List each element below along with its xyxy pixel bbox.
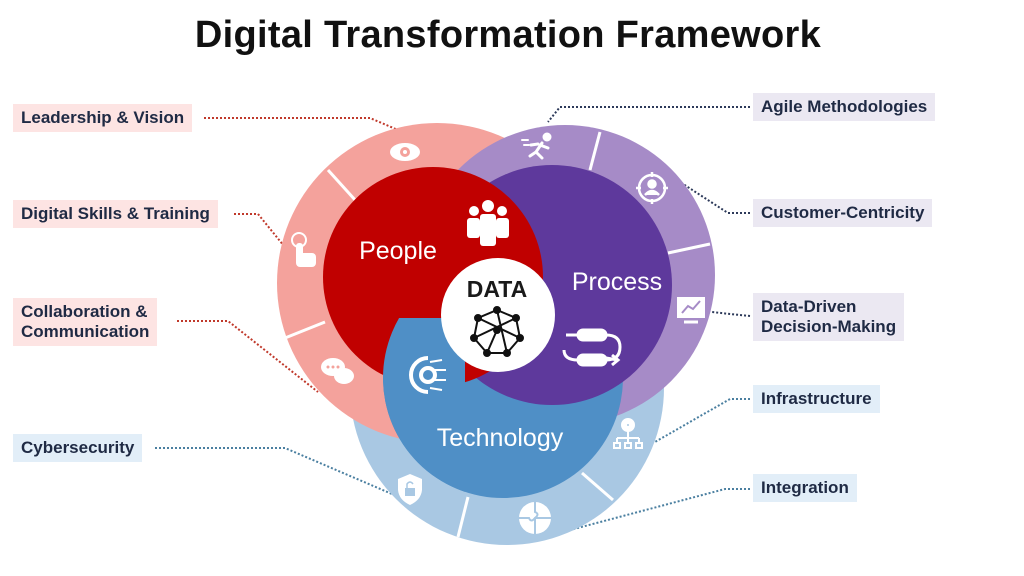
connector-cybersecurity xyxy=(155,447,393,495)
connector-digital-skills xyxy=(234,213,285,247)
label-agile-methodologies: Agile Methodologies xyxy=(753,93,936,121)
connector-leadership xyxy=(204,117,399,131)
label-collaboration-line2: Communication xyxy=(21,322,150,341)
connector-agile xyxy=(547,106,750,123)
chat-bubbles-icon xyxy=(321,358,354,384)
connector-collaboration xyxy=(177,320,319,393)
label-customer-centricity: Customer-Centricity xyxy=(753,199,933,227)
label-integration: Integration xyxy=(753,474,857,502)
label-leadership-vision: Leadership & Vision xyxy=(13,104,193,132)
connector-customer xyxy=(679,181,750,214)
shield-lock-icon xyxy=(398,474,422,505)
label-cybersecurity: Cybersecurity xyxy=(13,434,143,462)
process-flow-icon xyxy=(562,328,622,367)
chart-monitor-icon xyxy=(677,297,705,324)
eye-icon xyxy=(390,143,420,161)
tech-gear-icon xyxy=(409,356,446,394)
label-data-driven-line2: Decision-Making xyxy=(761,317,897,336)
data-label: DATA xyxy=(467,276,527,302)
connector-data-driven xyxy=(711,311,751,317)
process-label: Process xyxy=(572,268,662,296)
label-infrastructure: Infrastructure xyxy=(753,385,880,413)
connector-infrastructure xyxy=(654,398,750,443)
technology-label: Technology xyxy=(437,424,564,452)
technology-circle-overlap xyxy=(383,318,465,492)
touch-hand-icon xyxy=(291,232,316,267)
customer-target-icon xyxy=(636,172,668,204)
connector-integration xyxy=(569,488,750,531)
puzzle-icon xyxy=(519,502,551,534)
network-settings-icon xyxy=(613,418,643,449)
label-digital-skills-training: Digital Skills & Training xyxy=(13,200,218,228)
network-icon xyxy=(470,306,524,357)
people-label: People xyxy=(359,237,437,265)
label-collaboration-communication: Collaboration & Communication xyxy=(13,298,158,346)
running-person-icon xyxy=(521,132,552,160)
label-collaboration-line1: Collaboration & xyxy=(21,302,148,321)
label-data-driven-line1: Data-Driven xyxy=(761,297,857,316)
label-data-driven-decision-making: Data-Driven Decision-Making xyxy=(753,293,905,341)
page-title: Digital Transformation Framework xyxy=(194,14,822,56)
people-group-icon xyxy=(467,200,509,246)
